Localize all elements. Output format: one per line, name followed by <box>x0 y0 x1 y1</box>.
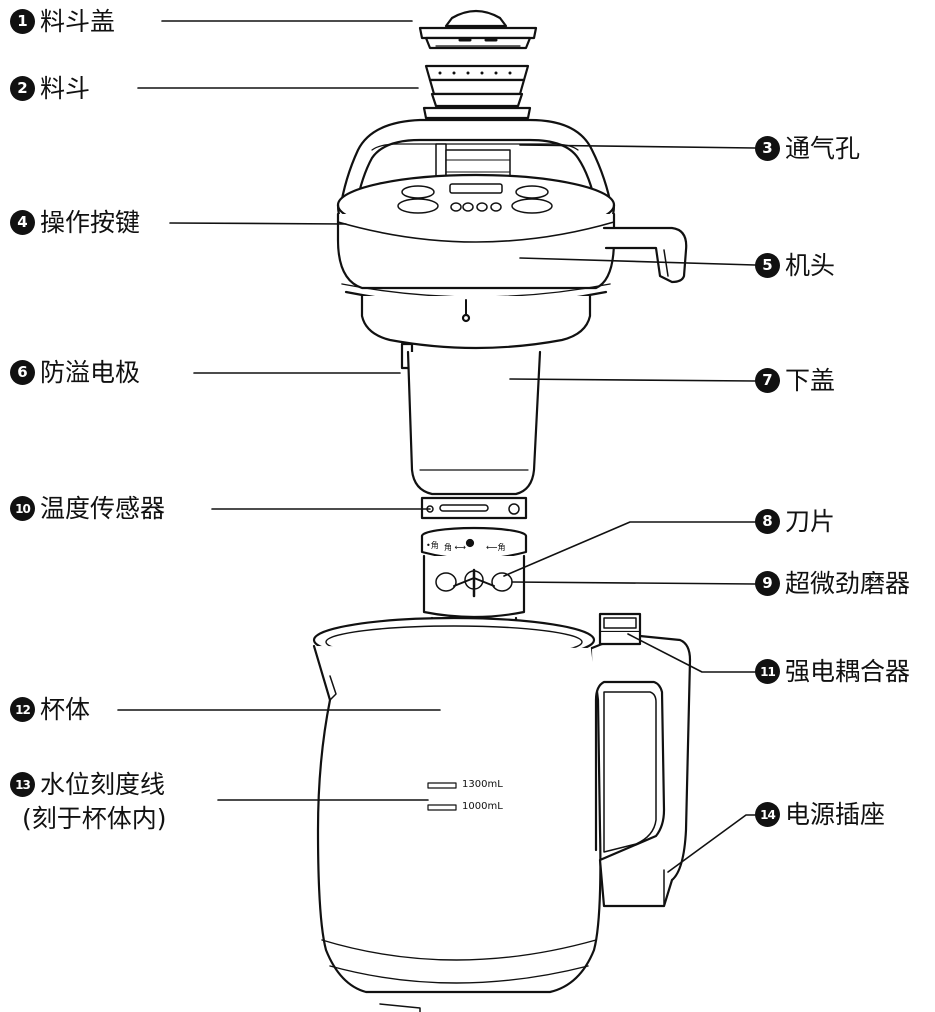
lower-cover-part <box>406 350 542 496</box>
label-11: 11 强电耦合器 <box>755 659 910 684</box>
number-badge-12: 12 <box>10 697 35 722</box>
label-text-buttons: 操作按键 <box>40 208 141 237</box>
number-badge-11: 11 <box>755 659 780 684</box>
label-text-coupler: 强电耦合器 <box>785 657 911 686</box>
scale-mark-1000: 1000mL <box>462 801 503 812</box>
label-3: 3 通气孔 <box>755 136 860 161</box>
svg-text:•角: •角 <box>426 540 439 550</box>
svg-text:⟵角: ⟵角 <box>486 542 505 552</box>
label-text-blade: 刀片 <box>785 507 836 536</box>
label-8: 8 刀片 <box>755 509 835 534</box>
scale-mark-1300: 1300mL <box>462 779 503 790</box>
hopper-part <box>422 64 532 120</box>
label-5: 5 机头 <box>755 253 835 278</box>
label-text-hopper: 料斗 <box>40 74 91 103</box>
number-badge-5: 5 <box>755 253 780 278</box>
number-badge-9: 9 <box>755 571 780 596</box>
label-12: 12 杯体 <box>10 697 90 722</box>
label-13: 13 水位刻度线 <box>10 772 165 797</box>
label-14: 14 电源插座 <box>755 802 885 827</box>
number-badge-3: 3 <box>755 136 780 161</box>
number-badge-14: 14 <box>755 802 780 827</box>
label-2: 2 料斗 <box>10 76 90 101</box>
machine-head-part <box>336 118 688 370</box>
label-4: 4 操作按键 <box>10 210 140 235</box>
label-1: 1 料斗盖 <box>10 9 115 34</box>
hopper-lid-part <box>418 9 538 50</box>
label-10: 10 温度传感器 <box>10 496 165 521</box>
label-text-grinder: 超微劲磨器 <box>785 569 911 598</box>
label-text-water-level: 水位刻度线 <box>40 770 166 799</box>
number-badge-8: 8 <box>755 509 780 534</box>
label-text-temp-sensor: 温度传感器 <box>40 494 166 523</box>
number-badge-4: 4 <box>10 210 35 235</box>
label-text-lower-cover: 下盖 <box>785 366 836 395</box>
number-badge-6: 6 <box>10 360 35 385</box>
number-badge-13: 13 <box>10 772 35 797</box>
label-text-power-socket: 电源插座 <box>785 800 886 829</box>
number-badge-10: 10 <box>10 496 35 521</box>
label-text-electrode: 防溢电极 <box>40 358 141 387</box>
number-badge-2: 2 <box>10 76 35 101</box>
svg-text:角 ⟷: 角 ⟷ <box>444 542 467 552</box>
label-9: 9 超微劲磨器 <box>755 571 910 596</box>
label-text-cup-body: 杯体 <box>40 695 91 724</box>
cup-body-part <box>312 616 602 1012</box>
label-text-hopper-lid: 料斗盖 <box>40 7 116 36</box>
label-text-machine-head: 机头 <box>785 251 836 280</box>
label-text-vent: 通气孔 <box>785 134 861 163</box>
label-6: 6 防溢电极 <box>10 360 140 385</box>
leader-lines <box>117 20 756 873</box>
number-badge-7: 7 <box>755 368 780 393</box>
number-badge-1: 1 <box>10 9 35 34</box>
temperature-sensor-part <box>420 496 528 520</box>
label-7: 7 下盖 <box>755 368 835 393</box>
label-13-note: (刻于杯体内) <box>22 804 167 833</box>
